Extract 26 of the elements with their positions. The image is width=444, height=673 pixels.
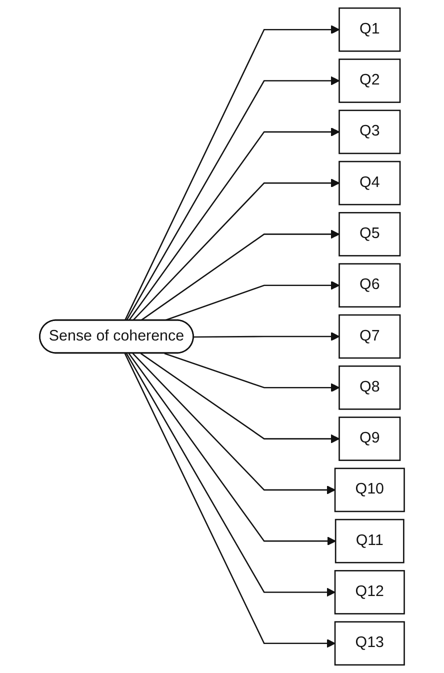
arrow — [140, 230, 340, 322]
arrow — [164, 352, 340, 392]
node-box: Q9 — [338, 416, 401, 461]
node-box: Q11 — [334, 518, 404, 564]
node-box: Q4 — [338, 160, 401, 206]
arrow — [132, 178, 340, 321]
arrow — [126, 353, 336, 597]
node-box: Q5 — [338, 212, 401, 256]
node-box: Q3 — [338, 110, 401, 154]
arrow — [128, 127, 340, 321]
node-box: Q1 — [338, 7, 401, 52]
arrow — [164, 280, 340, 322]
node-box: Q7 — [338, 314, 401, 359]
arrow — [124, 25, 340, 321]
arrow — [140, 352, 340, 444]
arrow — [194, 332, 340, 341]
node-box: Q8 — [338, 365, 401, 410]
node-box: Q10 — [334, 468, 405, 512]
node-box: Q6 — [338, 263, 401, 308]
arrow — [124, 353, 336, 648]
node-box: Q13 — [334, 621, 405, 666]
node-box: Q12 — [334, 570, 405, 614]
arrow — [128, 353, 336, 546]
arrow — [126, 76, 340, 321]
arrow — [132, 353, 336, 494]
node-box: Q2 — [338, 58, 401, 103]
